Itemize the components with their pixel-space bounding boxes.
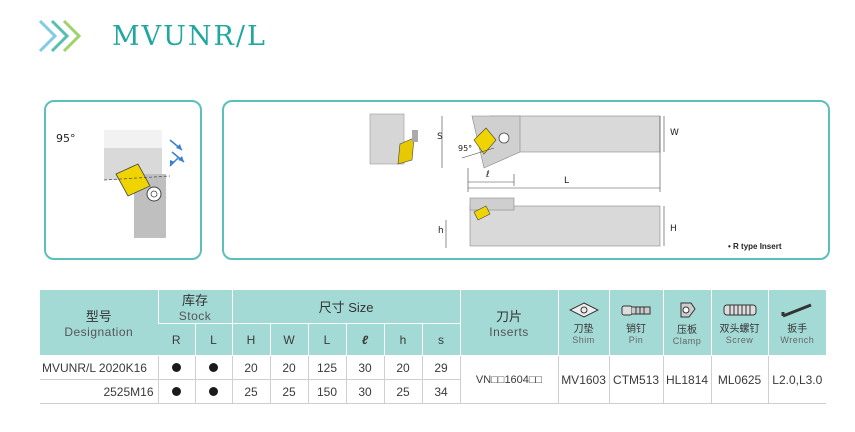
dimension-drawing-panel: S W 95° ℓ L h H • R type Insert xyxy=(222,100,830,260)
designation-cell: 2525M16 xyxy=(40,379,158,404)
screw-cell: ML0625 xyxy=(710,355,769,404)
col-L: L xyxy=(307,323,347,356)
in-stock-dot xyxy=(172,362,181,372)
page-title: MVUNR/L xyxy=(112,20,267,52)
col-s: s xyxy=(421,323,461,356)
table-row: MVUNR/L 2020K16 20 20 125 30 20 29 VN□□1… xyxy=(40,355,827,404)
insert-type-note: • R type Insert xyxy=(728,242,782,251)
shim-cell: MV1603 xyxy=(557,355,610,404)
spec-table: 型号 Designation 库存 Stock 尺寸 Size 刀片 Inser… xyxy=(40,290,827,404)
screw-icon xyxy=(723,304,757,316)
title-row: MVUNR/L xyxy=(38,14,267,58)
W-cell: 25 xyxy=(269,379,309,404)
H-cell: 25 xyxy=(231,379,271,404)
label-h-big: H xyxy=(670,224,677,234)
wrench-cell: L2.0,L3.0 xyxy=(767,355,827,404)
label-angle: 95° xyxy=(458,144,473,153)
clamp-header: 压板 Clamp xyxy=(662,290,712,356)
l-cell: 30 xyxy=(345,379,385,404)
wrench-icon xyxy=(781,303,812,318)
designation-header: 型号 Designation xyxy=(40,290,158,356)
stock-l-cell xyxy=(194,355,233,380)
clamp-cell: HL1814 xyxy=(662,355,712,404)
stock-r-cell xyxy=(157,379,195,404)
dimension-drawing xyxy=(369,113,665,248)
stock-l-cell xyxy=(194,379,233,404)
pin-header: 销钉 Pin xyxy=(608,290,664,356)
designation-cell: MVUNR/L 2020K16 xyxy=(40,355,158,380)
size-header: 尺寸 Size xyxy=(231,290,461,324)
col-stock-l: L xyxy=(194,323,233,356)
h-cell: 25 xyxy=(383,379,423,404)
table-row: 2525M16 25 25 150 30 25 34 xyxy=(40,379,826,404)
label-l-big: L xyxy=(564,176,570,186)
label-h-small: h xyxy=(438,226,444,236)
label-w: W xyxy=(670,128,679,138)
double-chevron-right-icon xyxy=(38,19,82,53)
pin-cell: CTM513 xyxy=(608,355,664,404)
approach-angle-diagram xyxy=(103,130,185,238)
col-l: ℓ xyxy=(345,323,385,356)
label-l-small: ℓ xyxy=(486,170,490,180)
inserts-header: 刀片 Inserts xyxy=(459,290,559,356)
h-cell: 20 xyxy=(383,355,423,380)
col-stock-r: R xyxy=(158,323,195,356)
L-cell: 150 xyxy=(307,379,347,404)
col-H: H xyxy=(231,323,271,356)
wrench-header: 扳手 Wrench xyxy=(767,290,827,356)
screw-header: 双头螺钉 Screw xyxy=(710,290,769,356)
stock-header: 库存 Stock xyxy=(157,290,233,324)
stock-r-cell xyxy=(157,355,195,380)
shim-icon xyxy=(568,302,599,318)
col-h: h xyxy=(383,323,423,356)
s-cell: 34 xyxy=(421,379,461,404)
in-stock-dot xyxy=(209,362,218,372)
clamp-icon xyxy=(680,302,696,318)
s-cell: 29 xyxy=(421,355,461,380)
L-cell: 125 xyxy=(307,355,347,380)
label-s: S xyxy=(437,132,443,142)
in-stock-dot xyxy=(172,386,181,396)
in-stock-dot xyxy=(209,386,218,396)
W-cell: 20 xyxy=(269,355,309,380)
shim-header: 刀垫 Shim xyxy=(557,290,610,356)
col-W: W xyxy=(269,323,309,356)
angle-label: 95° xyxy=(56,132,76,145)
approach-angle-panel: 95° xyxy=(44,100,202,260)
H-cell: 20 xyxy=(231,355,271,380)
pin-icon xyxy=(621,305,651,316)
l-cell: 30 xyxy=(345,355,385,380)
insert-cell: VN□□1604□□ xyxy=(459,355,559,404)
